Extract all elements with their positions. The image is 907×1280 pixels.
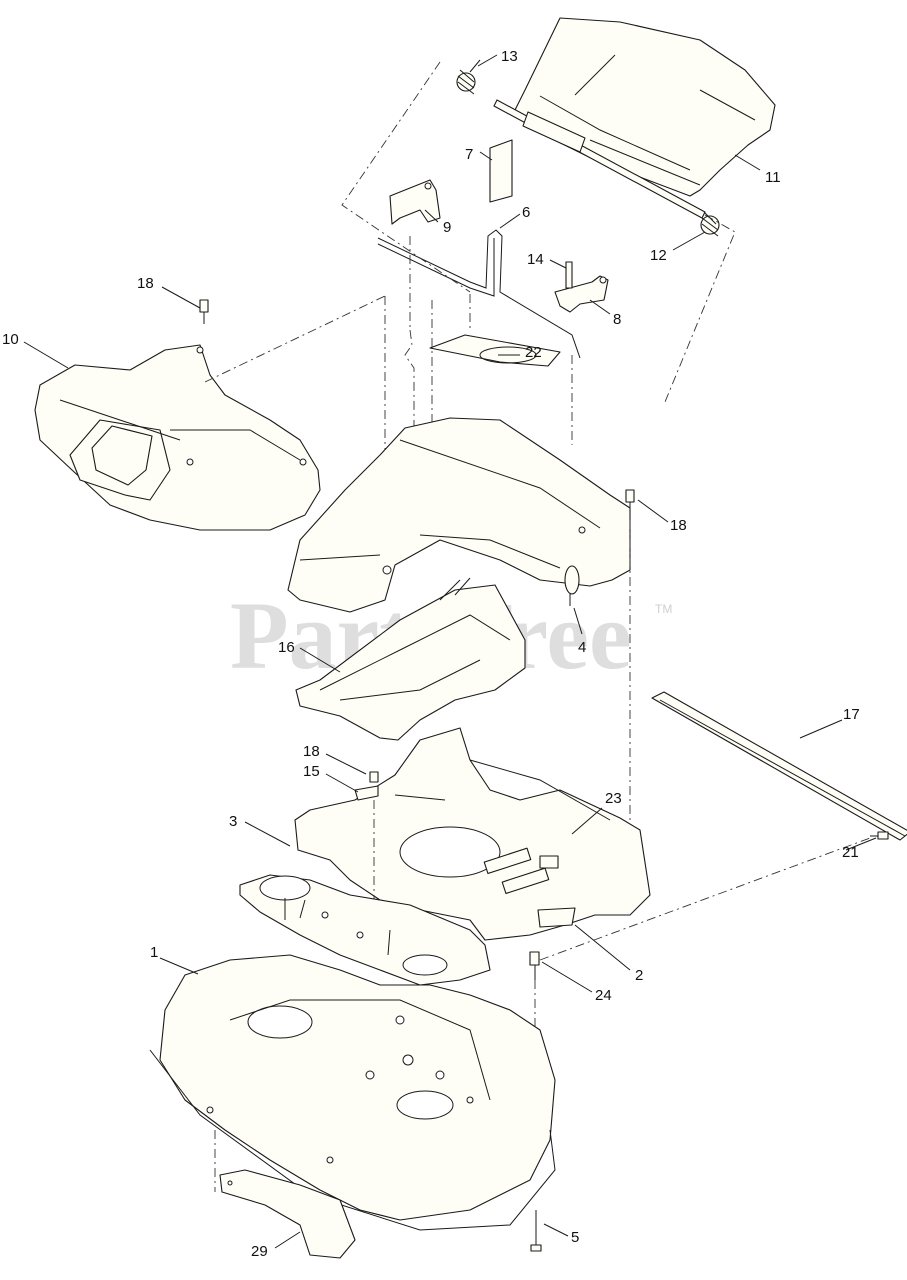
callout-6[interactable]: 6 [522,204,530,221]
part-7-pad[interactable] [489,139,513,203]
callout-22[interactable]: 22 [525,344,542,361]
callout-29[interactable]: 29 [251,1243,268,1260]
part-12-spring[interactable] [700,211,720,237]
part-15-bracket[interactable] [354,785,379,801]
part-5-bolt[interactable] [530,1210,542,1252]
part-4-console[interactable] [287,417,631,613]
leader-lines [23,54,877,1249]
part-13-spring[interactable] [456,59,481,95]
callout-21[interactable]: 21 [842,844,859,861]
part-18-screw-b[interactable] [625,489,635,514]
callout-18-top[interactable]: 18 [137,275,154,292]
part-22-pad[interactable] [429,334,561,367]
callout-15[interactable]: 15 [303,763,320,780]
callout-16[interactable]: 16 [278,639,295,656]
part-10-cover[interactable] [34,344,321,531]
part-21-screw[interactable] [870,831,889,840]
callout-1[interactable]: 1 [150,944,158,961]
callout-11[interactable]: 11 [765,169,781,186]
callouts: 13 7 11 9 6 12 14 8 18 10 22 18 4 16 17 … [2,48,860,1260]
part-1-deck[interactable] [149,954,556,1231]
part-3-base-plate[interactable] [239,874,491,986]
part-18-screw-c[interactable] [369,771,379,783]
part-29-baffle[interactable] [219,1169,356,1259]
part-4-lever[interactable] [564,565,580,606]
part-8-bracket[interactable] [554,261,609,313]
callout-3[interactable]: 3 [229,813,237,830]
part-6-wire[interactable] [377,229,581,359]
callout-2[interactable]: 2 [635,967,643,984]
callout-5[interactable]: 5 [571,1229,579,1246]
callout-7[interactable]: 7 [465,146,473,163]
callout-9[interactable]: 9 [443,219,451,236]
callout-8[interactable]: 8 [613,311,621,328]
part-16-chute[interactable] [295,577,526,741]
callout-12[interactable]: 12 [650,247,667,264]
callout-18-right[interactable]: 18 [670,517,687,534]
part-9-bracket[interactable] [389,179,441,225]
part-18-screw-a[interactable] [199,299,209,324]
callout-17[interactable]: 17 [843,706,860,723]
callout-14[interactable]: 14 [527,251,544,268]
callout-18-mid[interactable]: 18 [303,743,320,760]
callout-13[interactable]: 13 [501,48,518,65]
callout-23[interactable]: 23 [605,790,622,807]
callout-10[interactable]: 10 [2,331,19,348]
part-24-screw[interactable] [529,951,540,980]
part-2-label[interactable] [537,907,576,928]
callout-24[interactable]: 24 [595,987,612,1004]
part-11-cover[interactable] [514,17,776,197]
watermark-tm: TM [655,602,672,616]
callout-4[interactable]: 4 [578,639,586,656]
part-3-frame[interactable] [294,727,651,941]
part-17-strip[interactable] [651,691,907,841]
